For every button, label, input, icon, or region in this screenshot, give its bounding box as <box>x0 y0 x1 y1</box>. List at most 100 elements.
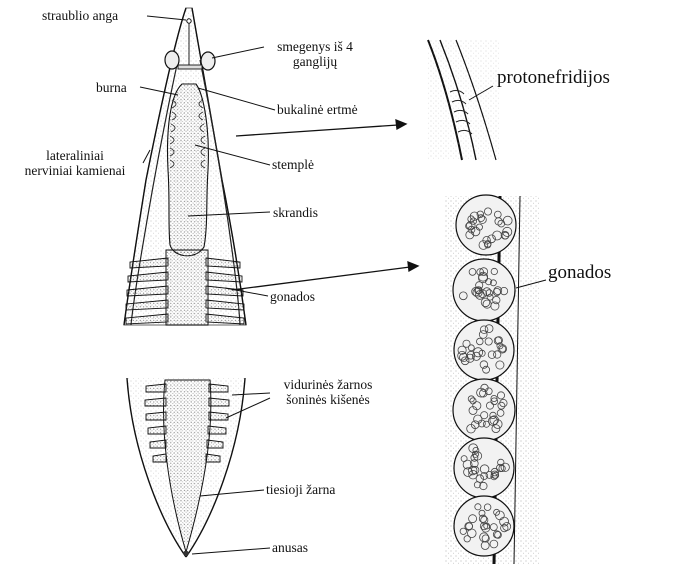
label-rectum: tiesioji žarna <box>266 482 336 497</box>
ovum <box>474 286 483 295</box>
ovum <box>486 293 494 301</box>
label-midgut-pockets: vidurinės žarnos šoninės kišenės <box>268 377 388 407</box>
ovum <box>502 522 512 531</box>
ovum <box>465 353 475 363</box>
ovum <box>489 279 497 287</box>
ovum <box>476 268 485 276</box>
ovum <box>493 350 502 359</box>
ovum <box>478 240 489 250</box>
ovum <box>490 267 498 276</box>
label-stomach: skrandis <box>273 205 318 220</box>
ovum <box>495 360 505 370</box>
ovum <box>474 503 482 511</box>
ovum <box>492 295 501 305</box>
label-lateral-nerves: lateraliniai nerviniai kamienai <box>5 148 145 178</box>
ovum <box>472 401 482 411</box>
ovum <box>497 458 505 466</box>
ovum <box>479 389 488 398</box>
ovum <box>466 220 476 231</box>
ovum <box>480 472 489 480</box>
gonads-inset <box>445 194 547 565</box>
ovum <box>459 352 469 362</box>
ovum <box>473 414 483 424</box>
ovum <box>467 225 476 234</box>
anterior-body <box>123 7 247 326</box>
ovum <box>479 267 489 276</box>
ovum <box>483 503 492 511</box>
ovum <box>470 453 479 462</box>
ovum <box>476 337 484 346</box>
ovum <box>465 230 475 240</box>
ovum <box>492 471 500 479</box>
ovum <box>485 401 494 410</box>
ovum <box>478 289 488 299</box>
label-lateral-nerves-line1: lateraliniai <box>46 148 104 163</box>
label-mouth: burna <box>96 80 127 95</box>
ovum <box>489 523 498 531</box>
ovum <box>480 297 491 308</box>
ovum <box>467 344 475 352</box>
label-anus: anusas <box>272 540 308 555</box>
ovum <box>479 360 489 369</box>
ovum <box>496 409 505 417</box>
ovum <box>485 278 493 286</box>
ovum <box>479 521 489 531</box>
ovum <box>490 301 500 311</box>
ovum <box>490 472 498 481</box>
ovum <box>479 325 489 334</box>
ovum <box>483 207 492 216</box>
ovum <box>480 383 489 392</box>
ovum <box>493 286 503 295</box>
ovum <box>489 411 497 419</box>
ovum <box>462 339 471 348</box>
ovum <box>466 424 476 434</box>
ovum <box>487 416 498 426</box>
ovum <box>496 391 505 400</box>
ovum <box>485 470 494 479</box>
leader-lines <box>139 15 276 555</box>
ovum <box>485 289 493 297</box>
ovum <box>457 345 467 355</box>
protonephridia-inset <box>427 39 500 161</box>
ovum <box>468 470 478 480</box>
ovum <box>480 541 490 550</box>
ovum <box>478 330 488 339</box>
label-brain: smegenys iš 4 ganglijų <box>265 39 365 69</box>
ovum <box>471 450 479 458</box>
label-gonads-small: gonados <box>270 289 315 304</box>
ovum <box>462 459 473 470</box>
ovum <box>495 463 505 473</box>
ovum <box>490 394 498 402</box>
label-proboscis-pore: straublio anga <box>42 8 119 23</box>
ovum <box>501 231 510 240</box>
ovum <box>477 214 485 222</box>
ovum <box>479 464 490 474</box>
label-midgut-pockets-line1: vidurinės žarnos <box>283 377 373 392</box>
ovum <box>472 446 480 454</box>
label-lateral-nerves-line2: nerviniai kamienai <box>24 163 126 178</box>
label-brain-line2: ganglijų <box>292 54 338 69</box>
ovum <box>460 356 470 366</box>
ovum <box>469 459 479 468</box>
ovum <box>487 350 497 359</box>
ovum <box>479 481 488 491</box>
ovum <box>463 467 473 477</box>
ovum <box>499 398 508 408</box>
ovum <box>480 411 489 420</box>
ovum <box>472 451 483 461</box>
ovum <box>502 226 513 237</box>
label-buccal-cavity: bukalinė ertmė <box>277 102 358 117</box>
ovum <box>478 349 486 357</box>
ovum <box>469 397 477 405</box>
ovum <box>502 215 513 226</box>
ovum <box>484 324 494 333</box>
ovum <box>490 467 500 477</box>
ovum <box>483 522 491 530</box>
label-brain-line1: smegenys iš 4 <box>277 39 353 54</box>
ovum <box>487 234 496 244</box>
ovum <box>490 397 499 406</box>
inset-arrows <box>231 118 420 291</box>
ovum <box>481 534 490 543</box>
ovum <box>469 211 479 221</box>
